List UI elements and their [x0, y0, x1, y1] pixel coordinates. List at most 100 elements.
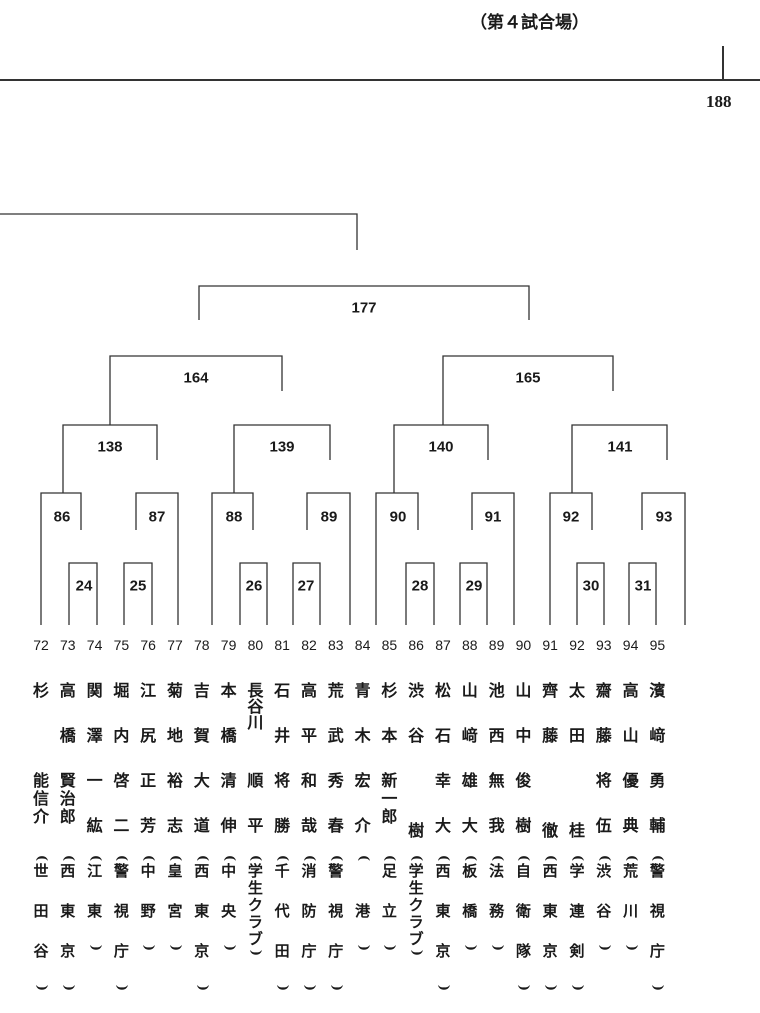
player-given-name: 賢治郎	[59, 771, 76, 826]
player-given-name: 裕志	[166, 771, 183, 835]
match-number: 165	[515, 369, 541, 387]
bracket-89	[306, 492, 351, 625]
player-given-name: 徹	[542, 821, 559, 840]
bracket-90	[375, 492, 419, 625]
bracket-91	[471, 492, 515, 625]
match-number: 27	[297, 577, 315, 595]
player-affiliation: (警視庁)	[328, 854, 344, 992]
match-number: 90	[389, 508, 407, 526]
player-affiliation: (西東京)	[194, 854, 210, 992]
player-number: 81	[274, 637, 290, 653]
player-surname: 杉本	[381, 681, 398, 745]
match-number: 24	[75, 577, 93, 595]
player-surname: 高橋	[59, 681, 76, 745]
player-affiliation: (皇宮)	[167, 854, 183, 952]
player-given-name: 順平	[247, 771, 264, 835]
player-surname: 松石	[434, 681, 451, 745]
bracket-138	[62, 424, 158, 493]
bracket-165	[442, 355, 614, 425]
match-number: 92	[562, 508, 580, 526]
player-number: 74	[86, 637, 103, 653]
bracket-24	[68, 562, 98, 625]
bracket-164	[109, 355, 283, 425]
bracket-92	[549, 492, 593, 625]
player-number: 88	[462, 637, 478, 653]
player-affiliation: (足立)	[381, 854, 398, 952]
player-affiliation: (学連剣)	[569, 854, 585, 992]
player-number: 82	[301, 637, 317, 653]
player-surname: 荒武	[327, 681, 344, 745]
player-number: 84	[354, 637, 371, 653]
match-number: 29	[465, 577, 483, 595]
match-number: 87	[148, 508, 166, 526]
match-number: 91	[484, 508, 502, 526]
bracket-27	[292, 562, 321, 625]
match-number: 25	[129, 577, 147, 595]
page-number: 188	[706, 92, 732, 111]
player-given-name: 無我	[488, 771, 505, 835]
match-number: 31	[634, 577, 652, 595]
bracket-86	[40, 492, 82, 625]
player-surname: 高山	[622, 681, 639, 745]
player-given-name: 一紘	[86, 771, 103, 835]
player-surname: 江尻	[140, 681, 157, 745]
bracket-30	[576, 562, 605, 625]
player-given-name: 清伸	[220, 771, 237, 835]
player-number: 79	[220, 637, 237, 653]
match-number: 26	[245, 577, 263, 595]
player-number: 92	[569, 637, 585, 653]
bracket-140	[393, 424, 489, 493]
player-given-name: 優典	[622, 771, 639, 835]
player-given-name: 宏介	[354, 771, 371, 835]
player-surname: 渋谷	[408, 681, 425, 745]
player-surname: 青木	[354, 681, 371, 745]
match-number: 28	[411, 577, 429, 595]
player-surname: 池西	[488, 681, 505, 745]
player-surname: 石井	[274, 681, 291, 745]
player-affiliation: (港)	[355, 854, 371, 952]
venue-label: （第４試合場）	[470, 13, 589, 33]
player-given-name: 勇輔	[649, 771, 666, 835]
match-number: 177	[351, 299, 377, 317]
player-number: 75	[113, 637, 130, 653]
match-number: 30	[582, 577, 600, 595]
header-rule	[0, 79, 760, 81]
match-number: 89	[320, 508, 338, 526]
bracket-lines	[0, 213, 686, 625]
player-number: 83	[328, 637, 344, 653]
bracket-141	[571, 424, 668, 493]
player-number: 95	[649, 637, 666, 653]
player-number: 80	[247, 637, 264, 653]
player-number: 87	[435, 637, 451, 653]
match-number: 140	[428, 438, 454, 456]
player-number: 91	[542, 637, 558, 653]
player-given-name: 俊樹	[515, 771, 532, 835]
player-affiliation: (学生クラブ)	[247, 854, 264, 957]
player-surname: 関澤	[86, 681, 103, 745]
player-given-name: 雄大	[461, 771, 478, 835]
player-given-name: 桂	[568, 821, 585, 840]
player-given-name: 大道	[193, 771, 210, 835]
bracket-25	[123, 562, 153, 625]
player-affiliation: (世田谷)	[33, 854, 49, 992]
player-given-name: 能信介	[32, 771, 49, 826]
player-affiliation: (江東)	[87, 854, 103, 952]
bracket-26	[239, 562, 268, 625]
player-affiliation: (西東京)	[542, 854, 559, 992]
bracket-28	[405, 562, 435, 625]
player-surname: 堀内	[113, 681, 130, 745]
player-affiliation: (西東京)	[435, 854, 451, 992]
player-given-name: 幸大	[434, 771, 451, 835]
match-number: 86	[53, 508, 71, 526]
player-number: 86	[408, 637, 424, 653]
bracket-93	[641, 492, 686, 625]
player-given-name: 樹	[408, 821, 425, 840]
player-given-name: 秀春	[327, 771, 344, 835]
player-affiliation: (警視庁)	[649, 854, 666, 992]
match-number: 164	[183, 369, 209, 387]
player-given-name: 和哉	[300, 771, 317, 835]
header-rule-tick	[722, 46, 724, 80]
player-surname: 長谷川	[247, 681, 264, 732]
player-given-name: 啓二	[113, 771, 130, 835]
player-given-name: 正芳	[140, 771, 157, 835]
